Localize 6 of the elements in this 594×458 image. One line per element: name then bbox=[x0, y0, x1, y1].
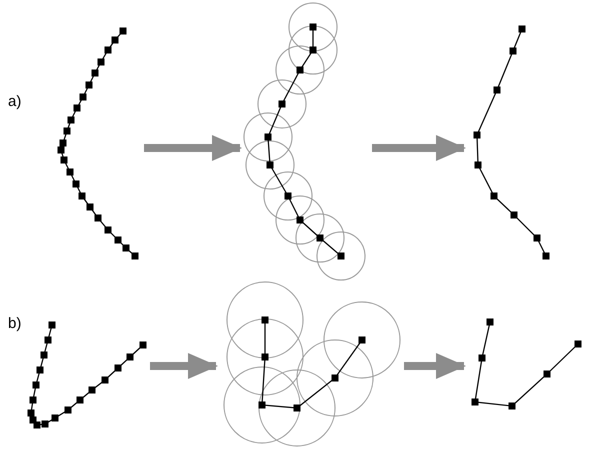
panel-label: a) bbox=[8, 94, 22, 109]
arrow bbox=[404, 353, 466, 379]
panel-label: b) bbox=[8, 316, 22, 331]
arrow bbox=[144, 135, 242, 161]
arrow bbox=[150, 353, 218, 379]
arrow bbox=[372, 135, 466, 161]
